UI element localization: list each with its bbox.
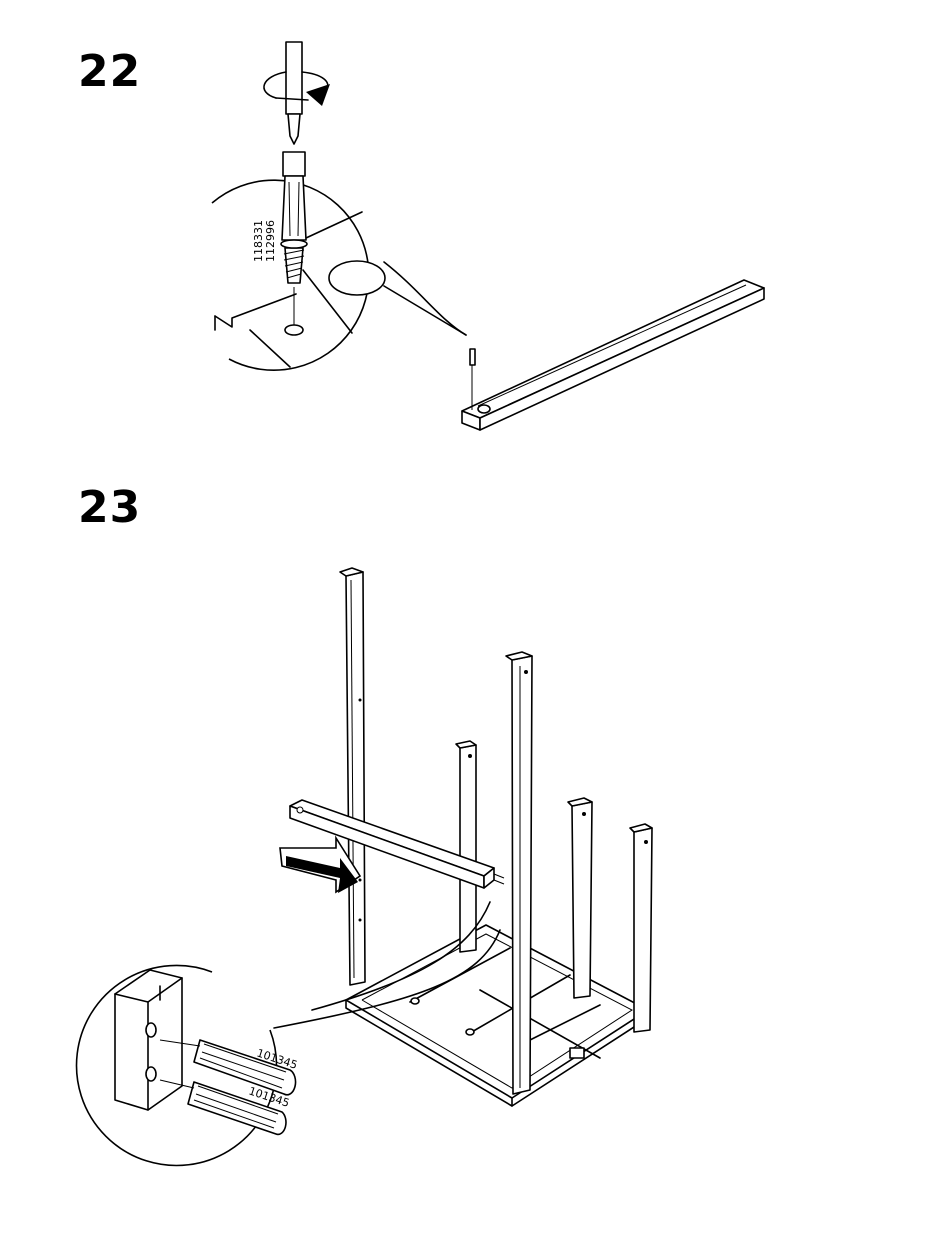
leg-left <box>340 568 365 985</box>
leg-back-middle <box>456 741 476 952</box>
step-23-illustration: 101345 101345 <box>77 568 652 1165</box>
dowel-small <box>470 349 475 410</box>
part-number-112996: 112996 <box>264 220 277 262</box>
rail-part <box>462 280 764 430</box>
frame-base <box>346 925 648 1106</box>
detail-circle-23 <box>77 965 296 1165</box>
leg-right-outer <box>630 824 652 1032</box>
screwdriver-icon <box>286 42 302 144</box>
leg-right-inner <box>568 798 592 998</box>
step-22-illustration: 118331 112996 <box>212 42 764 430</box>
detail-circle-22 <box>212 180 466 370</box>
